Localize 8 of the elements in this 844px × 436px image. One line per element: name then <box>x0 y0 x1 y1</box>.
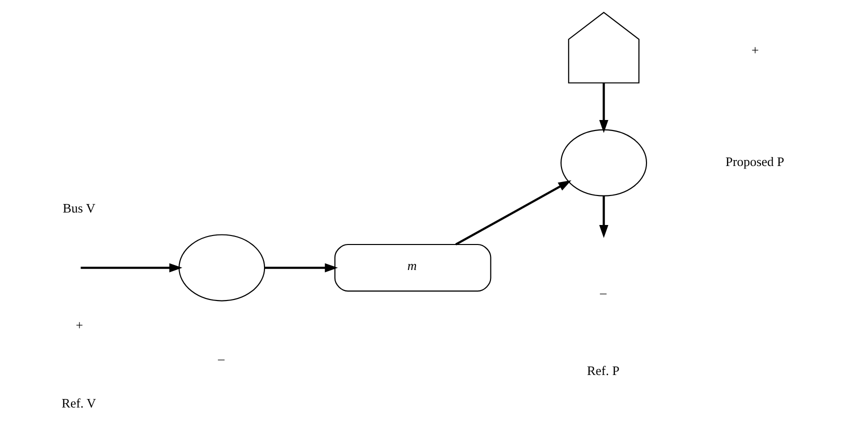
label: – <box>600 285 606 300</box>
label: + <box>76 318 84 333</box>
label: Ref. P <box>587 363 620 378</box>
label: Proposed P <box>726 154 784 170</box>
label: + <box>751 42 759 58</box>
label: Bus V <box>62 200 96 216</box>
label: Ref. V <box>62 395 96 410</box>
label: – <box>218 351 225 366</box>
